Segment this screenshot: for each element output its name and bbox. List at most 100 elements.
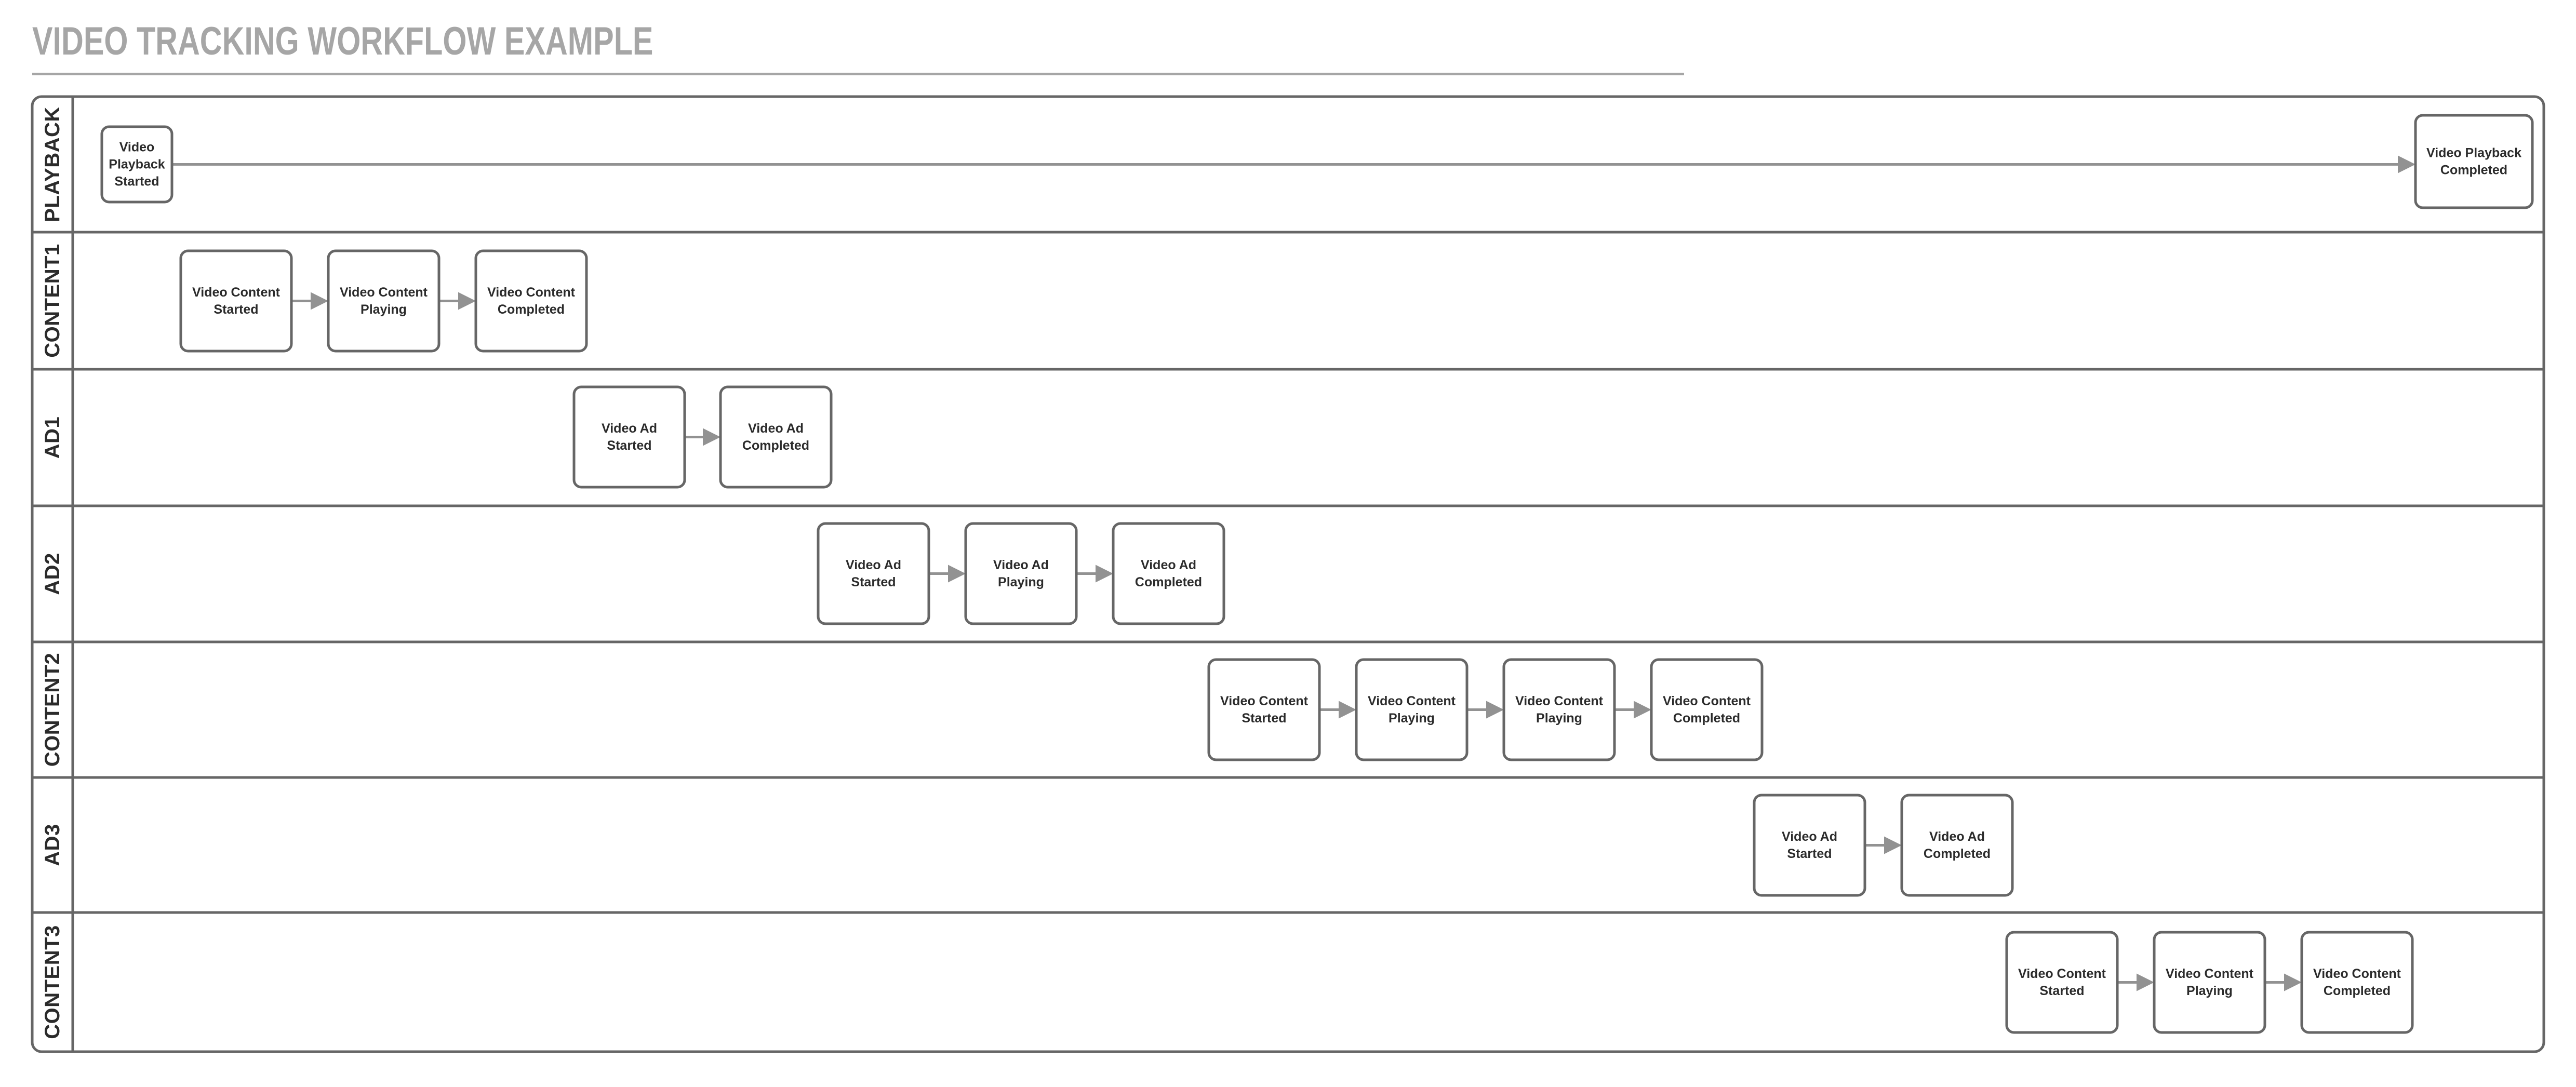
lane-label-content2: CONTENT2 bbox=[41, 653, 64, 767]
lane-label-ad3: AD3 bbox=[41, 824, 64, 866]
flow-arrow-head-icon bbox=[311, 292, 328, 310]
flow-arrow-head-icon bbox=[703, 428, 720, 446]
swimlane-content1: CONTENT1 bbox=[32, 231, 2544, 358]
flow-node-box[interactable] bbox=[1502, 658, 1616, 761]
flow-arrow-head-icon bbox=[458, 292, 476, 310]
flow-node-box[interactable] bbox=[327, 249, 441, 353]
flow-arrow bbox=[1614, 701, 1651, 719]
flow-arrow-head-icon bbox=[948, 565, 966, 583]
flow-node-box[interactable] bbox=[1753, 794, 1866, 897]
flow-node-box[interactable] bbox=[2153, 931, 2266, 1034]
lanes-layer: PLAYBACK CONTENT1AD1AD2CONTENT2AD3CONTENT… bbox=[32, 97, 2544, 1052]
flow-arrow-head-icon bbox=[1096, 565, 1113, 583]
flow-arrow-head-icon bbox=[2137, 973, 2154, 991]
flow-node-box[interactable] bbox=[179, 249, 293, 353]
flow-arrow-head-icon bbox=[1634, 701, 1651, 719]
flow-arrow bbox=[291, 292, 328, 310]
flow-arrow-head-icon bbox=[2284, 973, 2302, 991]
page-title: VIDEO TRACKING WORKFLOW EXAMPLE bbox=[32, 19, 653, 63]
lane-label-content3: CONTENT3 bbox=[41, 925, 64, 1039]
edges-layer bbox=[172, 155, 2415, 991]
pool-outline-layer bbox=[31, 95, 2545, 1053]
flow-node-box[interactable] bbox=[1650, 658, 1764, 761]
lane-label-playback: PLAYBACK bbox=[41, 106, 64, 222]
flow-arrow bbox=[1865, 836, 1902, 854]
title-divider-rule bbox=[32, 73, 1684, 75]
flow-arrow bbox=[2117, 973, 2154, 991]
flow-arrow-head-icon bbox=[1884, 836, 1902, 854]
page-title-block: VIDEO TRACKING WORKFLOW EXAMPLE bbox=[32, 20, 1684, 63]
flow-arrow bbox=[1467, 701, 1504, 719]
swimlane-ad2: AD2 bbox=[32, 504, 2544, 595]
flow-arrow bbox=[172, 155, 2415, 173]
flow-arrow-head-icon bbox=[1339, 701, 1356, 719]
flow-node-box[interactable] bbox=[572, 385, 686, 489]
lane-label-ad2: AD2 bbox=[41, 553, 64, 595]
flow-arrow bbox=[2265, 973, 2302, 991]
flow-arrow bbox=[685, 428, 720, 446]
flow-node-box[interactable] bbox=[1355, 658, 1469, 761]
swimlane-playback: PLAYBACK bbox=[41, 106, 64, 222]
flow-arrow bbox=[1076, 565, 1113, 583]
flow-node-box[interactable] bbox=[474, 249, 588, 353]
pool-outline bbox=[31, 95, 2545, 1053]
flow-node-box[interactable] bbox=[1112, 522, 1225, 625]
flow-node-box[interactable] bbox=[719, 385, 833, 489]
flow-node-box[interactable] bbox=[1207, 658, 1321, 761]
swimlane-content2: CONTENT2 bbox=[32, 640, 2544, 767]
flow-node-box[interactable] bbox=[2300, 931, 2414, 1034]
flow-arrow-head-icon bbox=[1486, 701, 1504, 719]
swimlane-ad1: AD1 bbox=[32, 368, 2544, 459]
flow-node-box[interactable] bbox=[100, 125, 173, 204]
swimlane-content3: CONTENT3 bbox=[32, 911, 2544, 1039]
lane-label-content1: CONTENT1 bbox=[41, 244, 64, 358]
flow-arrow bbox=[1319, 701, 1356, 719]
flow-node-box[interactable] bbox=[2414, 114, 2534, 209]
flow-node-box[interactable] bbox=[817, 522, 930, 625]
flow-node-box[interactable] bbox=[2005, 931, 2119, 1034]
flow-arrow bbox=[439, 292, 476, 310]
flow-node-box[interactable] bbox=[964, 522, 1078, 625]
swimlane-ad3: AD3 bbox=[32, 776, 2544, 866]
flow-node-box[interactable] bbox=[1900, 794, 2014, 897]
